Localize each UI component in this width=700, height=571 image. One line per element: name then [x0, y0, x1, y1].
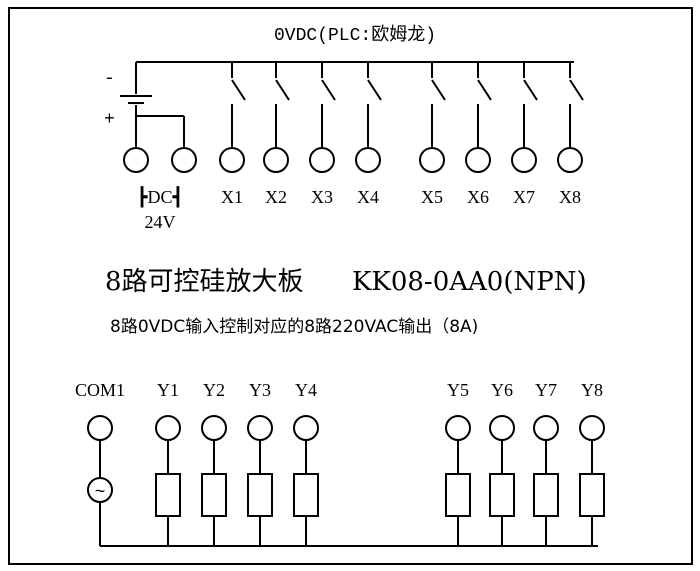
output-terminal	[445, 415, 471, 441]
input-terminal	[309, 147, 335, 173]
output-channel-2: Y2	[201, 380, 227, 546]
output-label: Y4	[295, 380, 317, 400]
input-switch-blade	[275, 79, 290, 101]
board-title: 8路可控硅放大板	[105, 267, 304, 297]
battery-minus-label: -	[104, 69, 115, 89]
output-terminal	[533, 415, 559, 441]
output-label: Y2	[203, 380, 225, 400]
input-channel-5: X5	[419, 62, 446, 207]
input-label: X4	[357, 187, 379, 207]
output-channel-3: Y3	[247, 380, 273, 546]
input-switch-blade	[569, 79, 584, 101]
output-channel-6: Y6	[489, 380, 515, 546]
input-label: X6	[467, 187, 489, 207]
board-description: 8路0VDC输入控制对应的8路220VAC输出（8A)	[110, 317, 478, 337]
input-switch-blade	[231, 79, 246, 101]
input-channel-2: X2	[263, 62, 290, 207]
diagram-frame	[8, 7, 693, 565]
input-terminal	[419, 147, 445, 173]
input-channel-3: X3	[309, 62, 336, 207]
input-channel-7: X7	[511, 62, 538, 207]
com1-label: COM1	[75, 380, 125, 400]
input-terminal	[465, 147, 491, 173]
input-channel-6: X6	[465, 62, 492, 207]
battery-symbol	[120, 62, 185, 148]
input-label: X1	[221, 187, 243, 207]
input-channel-1: X1	[219, 62, 246, 207]
output-label: Y3	[249, 380, 271, 400]
input-switch-blade	[321, 79, 336, 101]
output-load	[579, 473, 605, 517]
output-terminal	[489, 415, 515, 441]
input-channels: X1 X2 X3 X4 X5 X6 X7 X8	[219, 62, 584, 207]
com1-terminal	[87, 415, 113, 441]
output-load	[533, 473, 559, 517]
input-terminal	[263, 147, 289, 173]
input-terminal	[511, 147, 537, 173]
dc-supply-label: ┣DC┫	[137, 186, 184, 208]
ac-source-symbol: ~	[95, 483, 106, 503]
output-terminal	[247, 415, 273, 441]
output-load	[293, 473, 319, 517]
input-switch-blade	[523, 79, 538, 101]
input-label: X8	[559, 187, 581, 207]
output-load	[155, 473, 181, 517]
dc-terminal-negative	[123, 147, 149, 173]
output-load	[445, 473, 471, 517]
input-channel-4: X4	[355, 62, 382, 207]
output-channels: Y1 Y2 Y3 Y4 Y5 Y6 Y7 Y8	[155, 380, 605, 546]
input-switch-blade	[477, 79, 492, 101]
output-terminal	[201, 415, 227, 441]
output-channel-7: Y7	[533, 380, 559, 546]
output-label: Y7	[535, 380, 557, 400]
output-load	[247, 473, 273, 517]
input-label: X5	[421, 187, 443, 207]
input-label: X3	[311, 187, 333, 207]
dc-terminal-positive	[171, 147, 197, 173]
input-channel-8: X8	[557, 62, 584, 207]
output-channel-5: Y5	[445, 380, 471, 546]
input-switch-blade	[431, 79, 446, 101]
output-label: Y8	[581, 380, 603, 400]
output-channel-1: Y1	[155, 380, 181, 546]
output-label: Y1	[157, 380, 179, 400]
input-terminal	[355, 147, 381, 173]
input-terminal	[557, 147, 583, 173]
output-channel-8: Y8	[579, 380, 605, 546]
output-label: Y5	[447, 380, 469, 400]
battery-plus-label: +	[104, 110, 115, 130]
input-terminal	[219, 147, 245, 173]
input-label: X7	[513, 187, 535, 207]
output-channel-4: Y4	[293, 380, 319, 546]
output-load	[201, 473, 227, 517]
input-switch-blade	[367, 79, 382, 101]
output-terminal	[579, 415, 605, 441]
input-label: X2	[265, 187, 287, 207]
common-0vdc-label: 0VDC(PLC:欧姆龙)	[274, 24, 436, 46]
board-model: KK08-0AA0(NPN)	[352, 267, 587, 297]
output-load	[489, 473, 515, 517]
dc-voltage-label: 24V	[145, 212, 176, 232]
output-terminal	[155, 415, 181, 441]
output-label: Y6	[491, 380, 513, 400]
output-terminal	[293, 415, 319, 441]
